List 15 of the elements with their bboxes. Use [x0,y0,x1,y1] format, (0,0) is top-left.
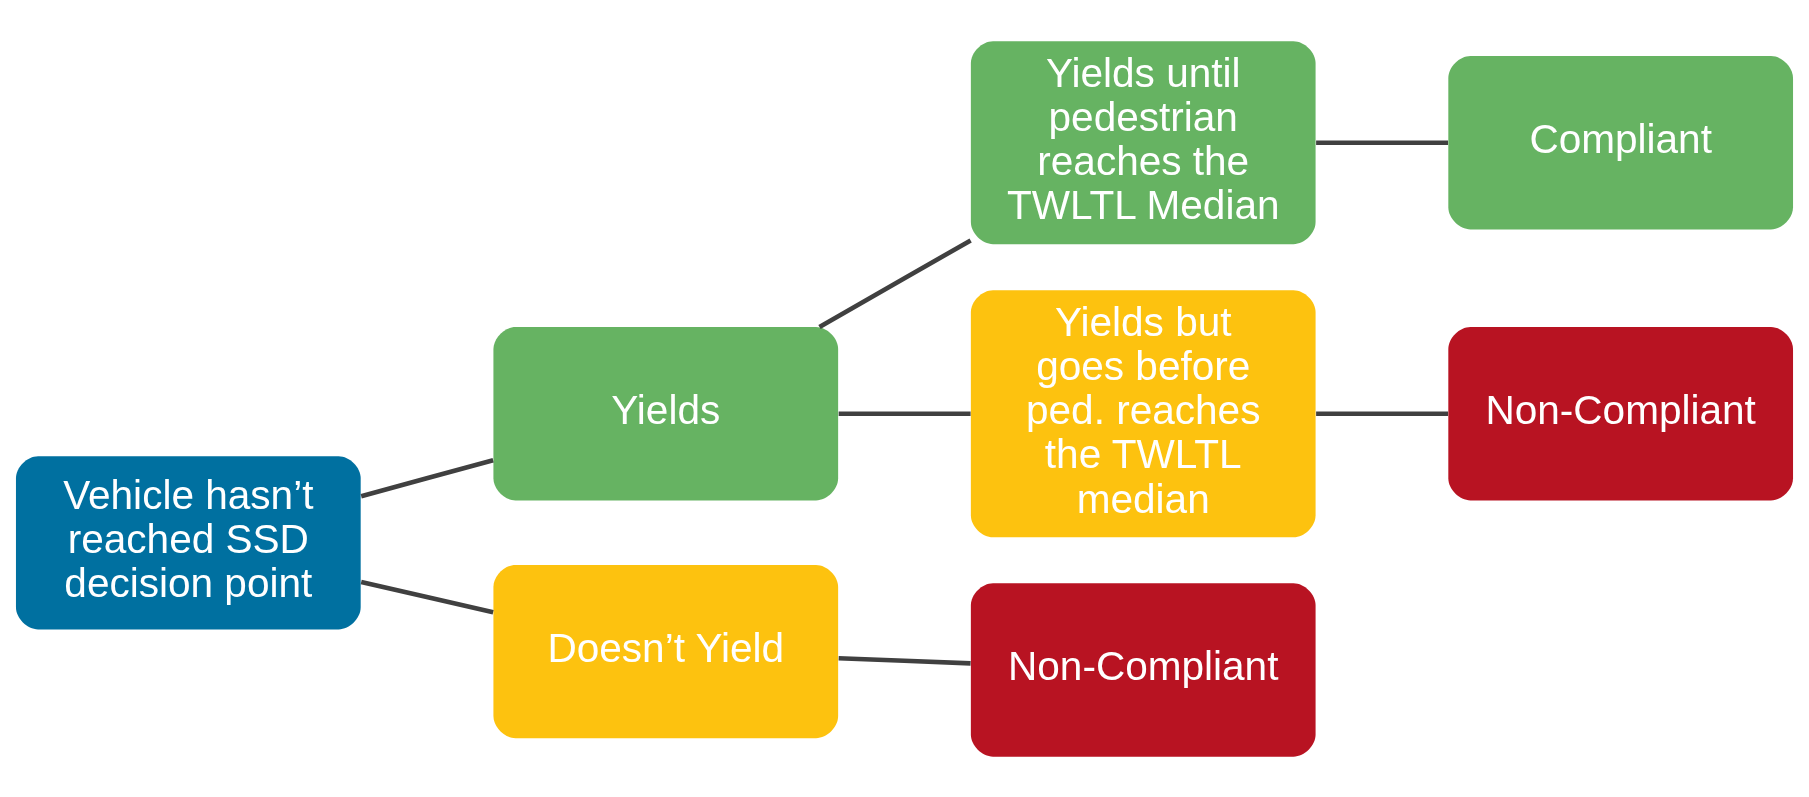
connector [1316,139,1449,145]
connector [818,237,972,329]
connector [360,457,494,498]
node-box: Vehicle hasn’t reached SSD decision point [15,455,361,629]
node-box: Doesn’t Yield [493,564,839,738]
connector [838,410,971,416]
node-box: Yields [493,326,839,500]
node-box: Yields but goes before ped. reaches the TWLTL median [970,289,1316,537]
connector [1316,410,1449,416]
node-box: Compliant [1448,55,1794,229]
connector [838,655,971,666]
connector [360,579,494,615]
node-box: Non-Compliant [1448,326,1794,500]
node-box: Yields until pedestrian reaches the TWLTL Median [970,40,1316,244]
node-box: Non-Compliant [970,582,1316,757]
